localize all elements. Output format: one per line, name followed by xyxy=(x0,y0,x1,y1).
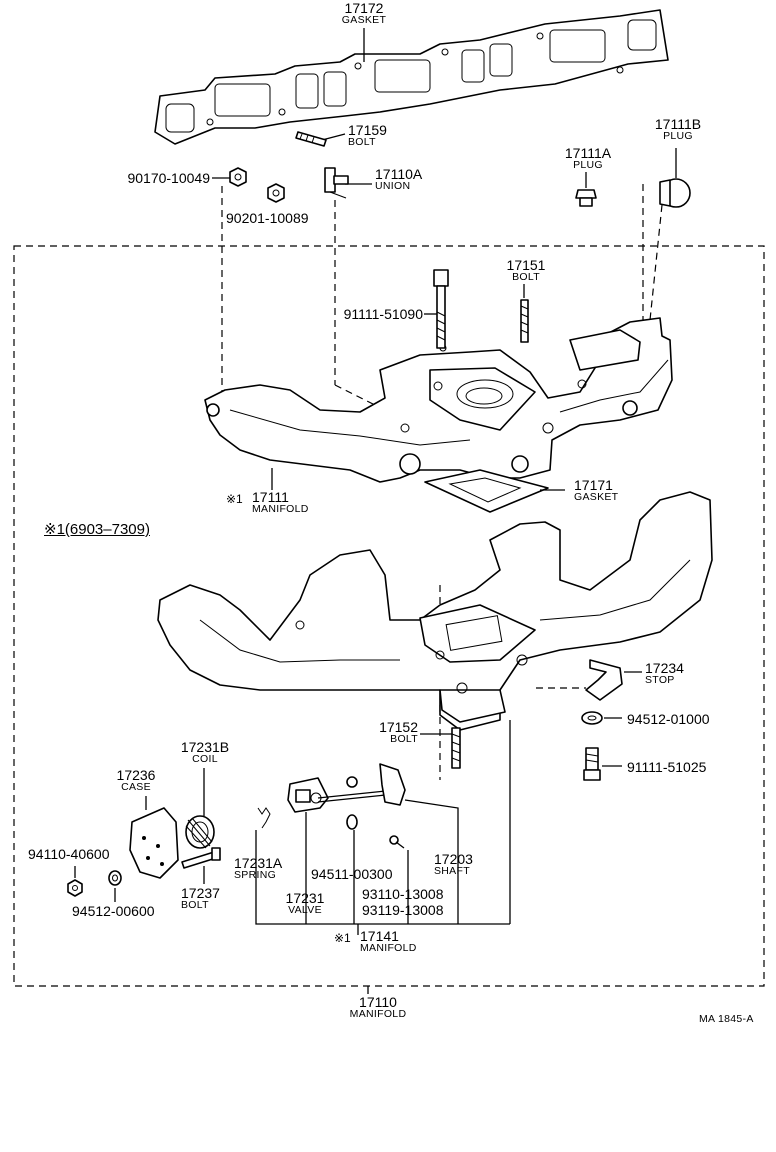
plug-17111A-drawing xyxy=(575,189,597,207)
label-17236: 17236 CASE xyxy=(117,768,156,793)
part-number: 17110 xyxy=(359,994,397,1010)
manifold-17141-drawing xyxy=(157,491,713,731)
bolt-17151-drawing xyxy=(520,299,529,343)
part-name: STOP xyxy=(645,674,675,686)
part-name: PLUG xyxy=(663,130,693,142)
label-94512-00600: 94512-00600 xyxy=(72,903,155,919)
washer-94512-00600-drawing xyxy=(108,870,122,886)
part-name: GASKET xyxy=(574,491,619,503)
part-name: BOLT xyxy=(181,899,209,911)
label-94511-00300: 94511-00300 xyxy=(311,866,393,882)
part-name: BOLT xyxy=(348,136,376,148)
part-name: GASKET xyxy=(341,14,387,26)
part-name: CASE xyxy=(121,781,151,793)
label-93119-13008: 93119-13008 xyxy=(362,902,444,918)
label-94512-01000: 94512-01000 xyxy=(627,711,710,727)
serial-range-note: ※1(6903–7309) xyxy=(44,521,150,538)
part-number: 17172 xyxy=(344,0,384,16)
label-17159: 17159 BOLT xyxy=(348,123,387,148)
part-name: BOLT xyxy=(512,271,540,283)
part-number: 17236 xyxy=(116,767,156,783)
part-number: 17110A xyxy=(375,166,423,182)
label-91111-51090: 91111-51090 xyxy=(343,306,423,322)
spring-17231A-drawing xyxy=(257,807,271,829)
part-number: 17231A xyxy=(234,855,283,871)
part-number: 17171 xyxy=(574,477,613,493)
case-17236-drawing xyxy=(129,807,179,879)
part-number: 17237 xyxy=(181,885,220,901)
clip-94511-drawing xyxy=(346,814,358,830)
part-name: MANIFOLD xyxy=(252,503,309,515)
part-number: 17231 xyxy=(285,890,325,906)
part-number: 17203 xyxy=(434,851,473,867)
part-number: 17141 xyxy=(360,928,399,944)
shaft-17203-drawing xyxy=(317,763,406,806)
gasket-17172-drawing xyxy=(154,9,669,145)
part-name: PLUG xyxy=(573,159,603,171)
part-number: 17152 xyxy=(379,719,418,735)
bolt-91111-51090-drawing xyxy=(433,269,449,349)
label-17110A: 17110A UNION xyxy=(375,167,422,192)
part-name: SHAFT xyxy=(434,865,470,877)
part-number: 17231B xyxy=(180,739,230,755)
part-number: 17151 xyxy=(506,257,546,273)
label-17231B: 17231B COIL xyxy=(181,740,229,765)
part-name: MANIFOLD xyxy=(360,942,417,954)
label-17234: 17234 STOP xyxy=(645,661,684,686)
label-17111: ※1 17111 MANIFOLD xyxy=(226,490,309,515)
stop-17234-drawing xyxy=(585,659,623,701)
serial-mark: ※1 xyxy=(226,492,243,506)
part-number: 17111 xyxy=(252,489,289,505)
bolt-17159-drawing xyxy=(295,131,327,147)
label-17237: 17237 BOLT xyxy=(181,886,220,911)
label-91111-51025: 91111-51025 xyxy=(627,759,707,775)
label-17141: ※1 17141 MANIFOLD xyxy=(334,929,417,954)
part-name: SPRING xyxy=(234,869,277,881)
part-name: COIL xyxy=(192,753,218,765)
coil-17231B-drawing xyxy=(185,815,215,849)
label-17151: 17151 BOLT xyxy=(507,258,546,283)
part-number: 17111A xyxy=(564,145,612,161)
part-name: MANIFOLD xyxy=(349,1008,407,1020)
label-17231A: 17231A SPRING xyxy=(234,856,282,881)
valve-17231-drawing xyxy=(287,777,329,813)
nut-94110-40600-drawing xyxy=(67,879,83,897)
label-17152: 17152 BOLT xyxy=(379,720,418,745)
label-17110: 17110 MANIFOLD xyxy=(350,995,407,1020)
label-90201-10089: 90201-10089 xyxy=(226,210,309,226)
drawing-code: MA 1845-A xyxy=(699,1013,754,1025)
label-17111A: 17111A PLUG xyxy=(565,146,611,171)
label-17171: 17171 GASKET xyxy=(574,478,618,503)
label-17172: 17172 GASKET xyxy=(342,1,386,26)
washer-94512-01000-drawing xyxy=(581,711,603,725)
label-17231: 17231 VALVE xyxy=(286,891,325,916)
label-90170-10049: 90170-10049 xyxy=(127,170,210,186)
label-93110-13008: 93110-13008 xyxy=(362,886,444,902)
nut-90201-drawing xyxy=(267,183,285,203)
label-17203: 17203 SHAFT xyxy=(434,852,473,877)
part-name: UNION xyxy=(375,180,411,192)
label-94110-40600: 94110-40600 xyxy=(28,846,110,862)
screw-93110-drawing xyxy=(389,835,405,849)
part-number: 17159 xyxy=(348,122,387,138)
label-17111B: 17111B PLUG xyxy=(655,117,701,142)
assembly-boundary xyxy=(13,245,765,987)
part-number: 17234 xyxy=(645,660,684,676)
bolt-17152-drawing xyxy=(451,727,461,769)
plug-17111B-drawing xyxy=(659,178,691,208)
union-17110A-drawing xyxy=(324,167,349,199)
manifold-17111-drawing xyxy=(204,317,673,483)
nut-90170-drawing xyxy=(229,167,247,187)
part-number: 17111B xyxy=(654,116,702,132)
serial-mark: ※1 xyxy=(334,931,351,945)
bolt-17237-drawing xyxy=(181,847,221,869)
part-name: BOLT xyxy=(390,733,418,745)
bolt-91111-51025-drawing xyxy=(583,747,601,781)
gasket-17171-drawing xyxy=(424,469,549,513)
part-name: VALVE xyxy=(288,904,322,916)
